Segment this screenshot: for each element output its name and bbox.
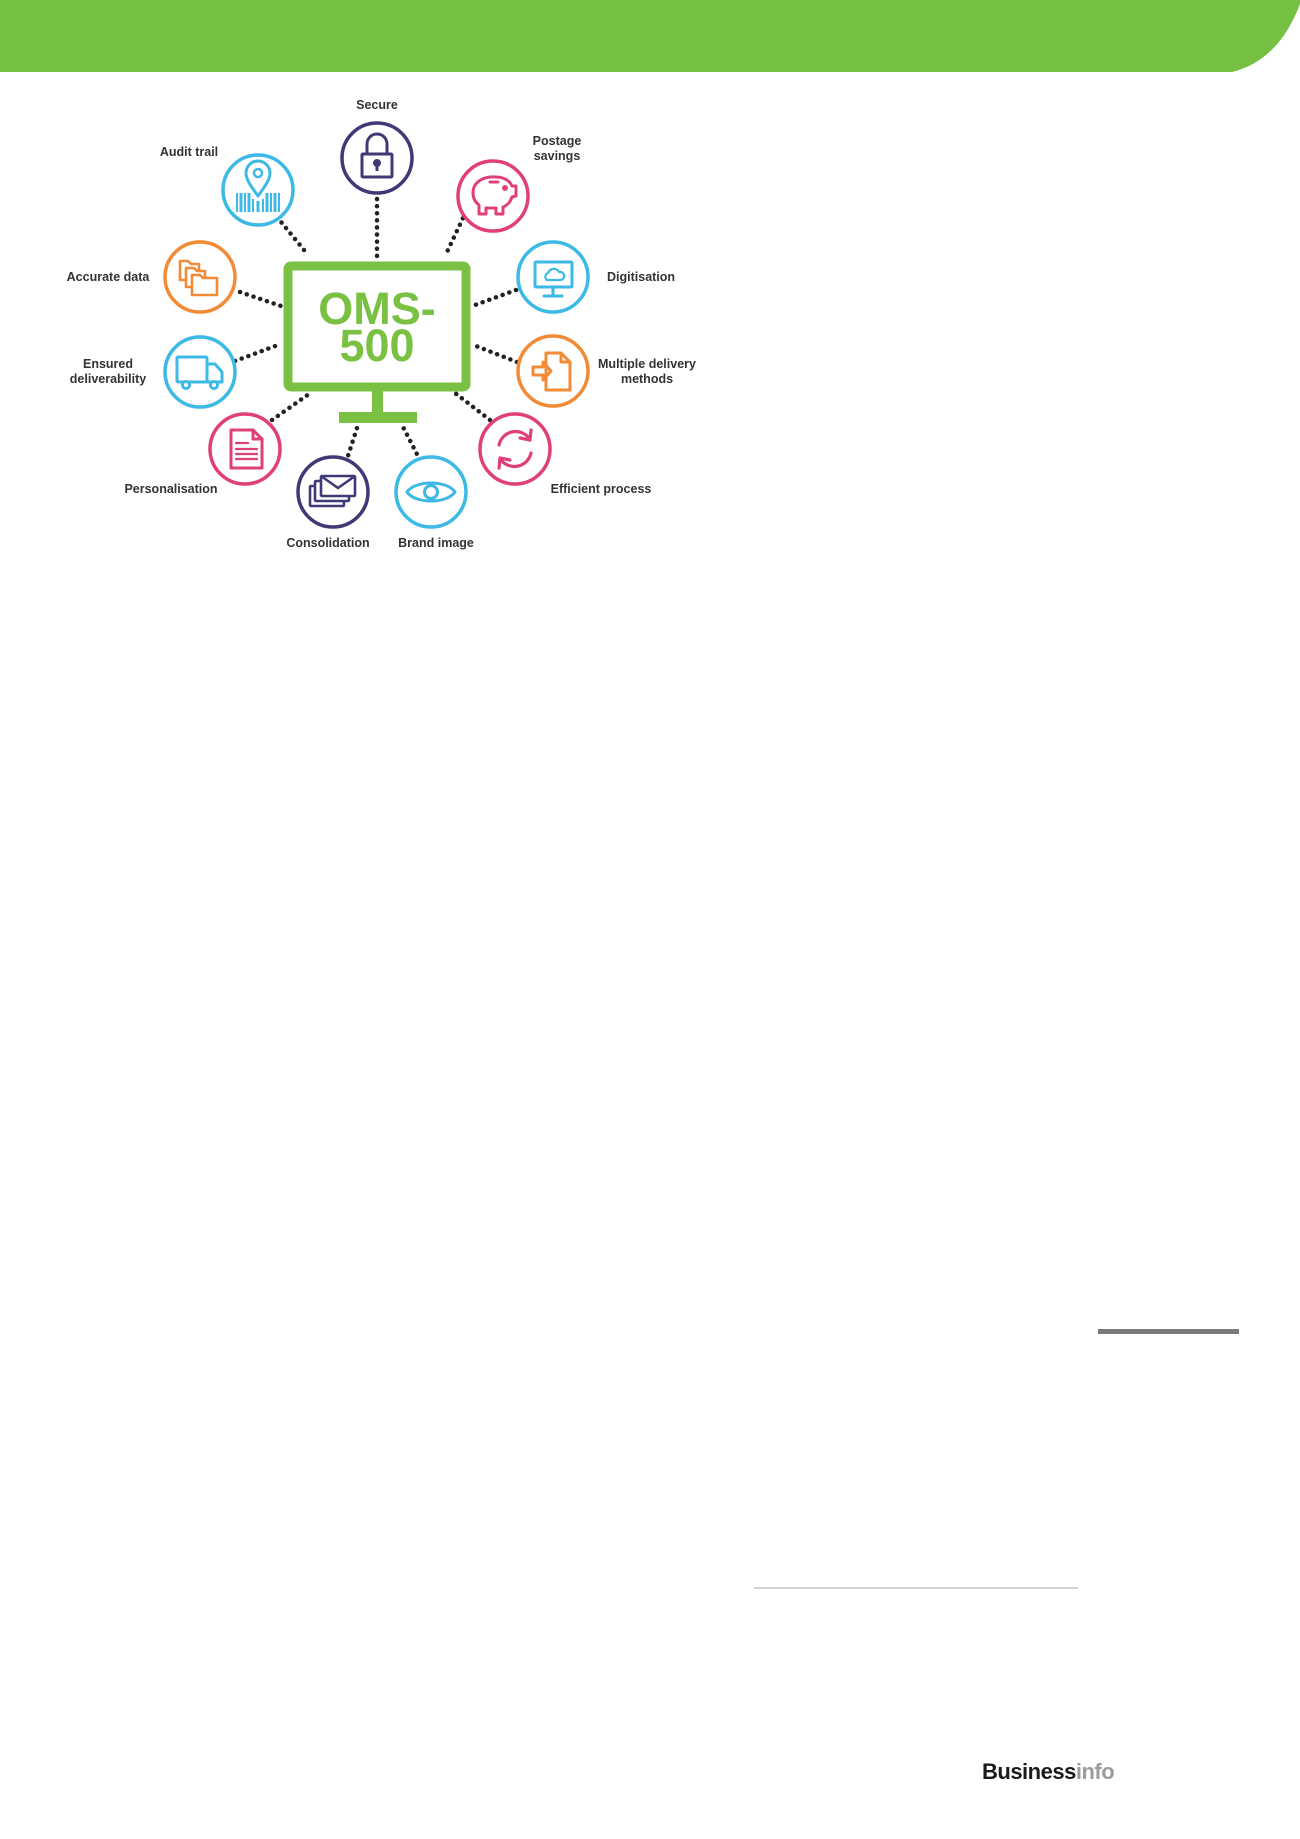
piggy-bank-icon: [471, 175, 518, 216]
node-audit: Audit trail: [160, 145, 295, 227]
document-lines-icon: [229, 428, 264, 470]
connector-multiple: [473, 343, 520, 365]
ensured-label-line1: Ensured: [83, 357, 133, 371]
postage-circle: [456, 159, 530, 233]
businessinfo-logo: Businessinfo: [982, 1759, 1115, 1785]
multiple-label-line1: Multiple delivery: [598, 357, 696, 371]
thin-rule: [754, 1587, 1078, 1589]
grey-rule: [1098, 1329, 1239, 1334]
node-multiple: Multiple delivery methods: [516, 334, 696, 408]
monitor-base: [339, 412, 417, 423]
connector-brand: [399, 422, 423, 463]
node-postage: Postage savings: [456, 134, 582, 233]
node-accurate: Accurate data: [67, 240, 237, 314]
brand-label: Brand image: [398, 536, 474, 550]
center-title-line2: 500: [339, 320, 414, 371]
connector-personalisation: [269, 391, 312, 423]
brand-circle: [394, 455, 468, 529]
node-efficient: Efficient process: [478, 412, 652, 496]
connectors: [232, 196, 520, 465]
truck-icon: [175, 355, 224, 390]
monitor: OMS- 500: [283, 261, 471, 423]
node-consolidation: Consolidation: [286, 455, 370, 550]
personalisation-label: Personalisation: [124, 482, 217, 496]
node-secure: Secure: [340, 98, 414, 195]
connector-consolidation: [343, 422, 361, 465]
node-ensured: Ensured deliverability: [70, 335, 237, 409]
logo-business: Business: [982, 1759, 1076, 1784]
secure-circle: [340, 121, 414, 195]
connector-ensured: [232, 342, 281, 364]
node-brand: Brand image: [394, 455, 474, 550]
digitisation-label: Digitisation: [607, 270, 675, 284]
multiple-label-line2: methods: [621, 372, 673, 386]
secure-label: Secure: [356, 98, 398, 112]
digitisation-circle: [516, 240, 590, 314]
consolidation-label: Consolidation: [286, 536, 369, 550]
header-band: [0, 0, 1300, 72]
node-personalisation: Personalisation: [124, 412, 282, 496]
location-barcode-icon: [236, 159, 280, 212]
folders-icon: [178, 259, 219, 297]
refresh-icon: [497, 428, 533, 470]
node-digitisation: Digitisation: [516, 240, 675, 314]
multiple-circle: [516, 334, 590, 408]
center-title-line1: OMS-: [318, 283, 436, 334]
monitor-neck: [372, 391, 383, 416]
ensured-label-line2: deliverability: [70, 372, 146, 386]
logo-info: info: [1075, 1759, 1115, 1784]
connector-digitisation: [472, 287, 519, 308]
efficient-label: Efficient process: [551, 482, 652, 496]
monitor-cloud-icon: [533, 260, 574, 298]
audit-circle: [221, 153, 295, 227]
postage-label-line2: savings: [534, 149, 581, 163]
ensured-circle: [163, 335, 237, 409]
audit-label: Audit trail: [160, 145, 218, 159]
stacked-envelopes-icon: [308, 474, 357, 508]
connector-audit: [274, 214, 307, 253]
connector-accurate: [237, 289, 284, 309]
eye-icon: [405, 481, 457, 503]
monitor-frame: [283, 261, 471, 392]
connector-efficient: [452, 390, 493, 423]
efficient-circle: [478, 412, 552, 486]
oms-500-diagram: OMS- 500 Secure Postage savings: [67, 98, 696, 550]
accurate-label: Accurate data: [67, 270, 151, 284]
padlock-icon: [360, 132, 394, 179]
postage-label-line1: Postage: [533, 134, 582, 148]
connector-postage: [444, 196, 475, 255]
document-arrow-icon: [531, 351, 572, 392]
